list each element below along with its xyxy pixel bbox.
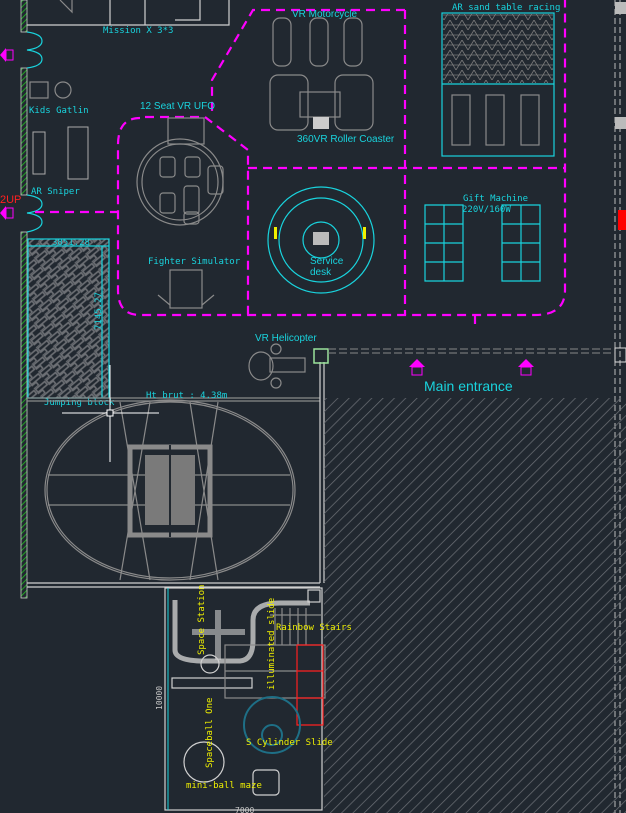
illuminated-slide-label: illuminated slide (267, 598, 277, 690)
ar-sniper: AR Sniper (31, 126, 89, 197)
s-cylinder-label: S Cylinder Slide (246, 738, 333, 748)
mini-ball-maze-label: mini-ball maze (186, 781, 262, 791)
left-wall (20, 0, 28, 599)
gift-machine-label: Gift Machine (463, 194, 528, 204)
crosshair-cursor (62, 365, 159, 462)
dim-10000-label: 10000 (155, 686, 164, 710)
door-arcs (26, 31, 43, 233)
vr-helicopter-label: VR Helicopter (255, 333, 317, 344)
service-desk: Service desk (267, 186, 375, 294)
rainbow-stairs-label: Rainbow Stairs (276, 623, 352, 633)
vr-roller-coaster: 360VR Roller Coaster (269, 74, 395, 145)
service-desk-1-label: Service (310, 256, 344, 267)
kids-gatlin: Kids Gatlin (29, 81, 89, 116)
height-note-label: Ht brut : 4.38m (146, 391, 227, 401)
dim-height-label: 7145.27 (94, 292, 104, 330)
vr-motorcycle-label: VR Motorcycle (292, 9, 357, 20)
space-station-label: Space Station (197, 585, 207, 655)
main-entrance-label: Main entrance (424, 378, 513, 394)
exit-arrow-icon (0, 48, 14, 220)
zone-boundaries (35, 0, 567, 330)
indoor-playground: Space Station illuminated slide Rainbow … (155, 585, 352, 813)
ar-sand-table-label: AR sand table racing (452, 3, 560, 13)
gift-machine: Gift Machine 220V/160W (424, 194, 541, 282)
vr-helicopter: VR Helicopter (248, 333, 317, 389)
entrance-arrow-icon (409, 359, 534, 376)
service-desk-2-label: desk (310, 267, 332, 278)
jumping-block: 3851.28 7145.27 Jumping block (27, 238, 115, 408)
vr-motorcycle: VR Motorcycle (272, 9, 363, 67)
gift-power-label: 220V/160W (462, 205, 511, 215)
mission-x-label: Mission X 3*3 (103, 26, 173, 36)
ufo-label: 12 Seat VR UFO (140, 101, 215, 112)
main-entrance: Main entrance (313, 348, 626, 813)
up-marker: 2UP (0, 194, 21, 206)
spaceball-label: Spaceball One (205, 698, 215, 768)
dim-7000-label: 7000 (235, 806, 254, 813)
fighter-sim-label: Fighter Simulator (148, 257, 241, 267)
kids-gatlin-label: Kids Gatlin (29, 106, 89, 116)
ar-sniper-label: AR Sniper (31, 187, 80, 197)
dim-width-label: 3851.28 (52, 238, 90, 248)
fighter-simulator: Fighter Simulator (148, 257, 241, 309)
ar-sand-table: AR sand table racing (441, 3, 560, 157)
roller-coaster-label: 360VR Roller Coaster (297, 134, 395, 145)
jumping-block-label: Jumping block (44, 398, 115, 408)
vr-ufo: 12 Seat VR UFO (136, 101, 224, 226)
mission-x: Mission X 3*3 (27, 0, 230, 36)
